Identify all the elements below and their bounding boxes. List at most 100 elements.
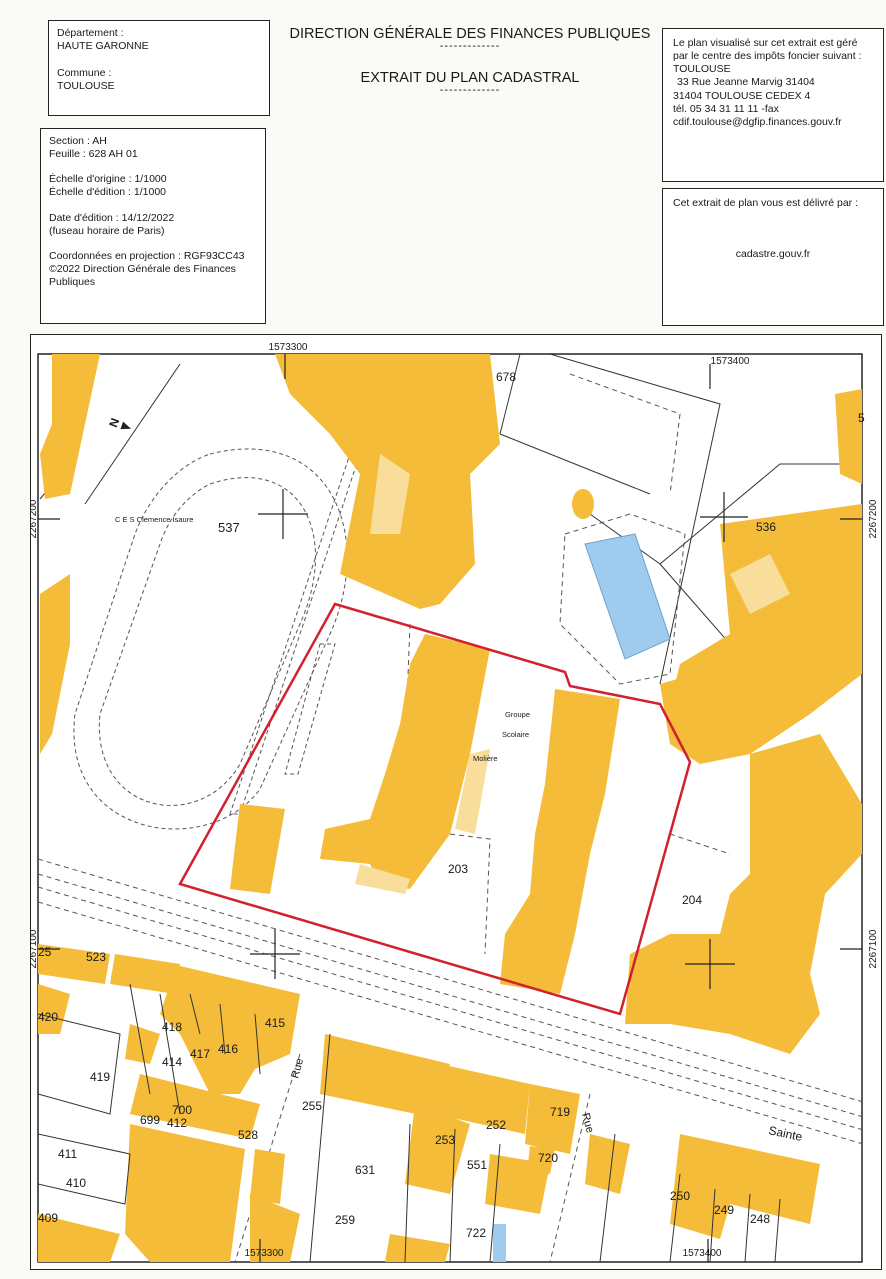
departement-commune-box: Département : HAUTE GARONNE Commune : TO…	[48, 20, 270, 116]
title-block: DIRECTION GÉNÉRALE DES FINANCES PUBLIQUE…	[275, 20, 665, 130]
delivery-site[interactable]: cadastre.gouv.fr	[735, 248, 811, 261]
parcel-420: 420	[38, 1010, 58, 1024]
departement-value: HAUTE GARONNE	[57, 40, 149, 53]
coord-left-top: 2267200	[30, 499, 39, 538]
parcel-414: 414	[162, 1055, 182, 1069]
section-text: Section : AH	[49, 135, 107, 147]
office-line: par le centre des impôts foncier suivant…	[673, 50, 862, 63]
date-edition-text: Date d'édition : 14/12/2022	[49, 211, 175, 224]
coord-top-left: 1573300	[269, 342, 308, 353]
page-title: DIRECTION GÉNÉRALE DES FINANCES PUBLIQUE…	[289, 26, 651, 42]
coord-bottom-left: 1573300	[245, 1248, 284, 1259]
parcel-551: 551	[467, 1158, 487, 1172]
parcel-409: 409	[38, 1211, 58, 1225]
coord-right-top: 2267200	[868, 499, 879, 538]
parcel-419: 419	[90, 1070, 110, 1084]
buildings-south	[38, 944, 820, 1262]
title-separator: -------------	[439, 40, 501, 52]
parcel-255: 255	[302, 1099, 322, 1113]
parcel-699: 699	[140, 1113, 160, 1127]
feuille-text: Feuille : 628 AH 01	[49, 148, 138, 161]
fuseau-text: (fuseau horaire de Paris)	[49, 224, 165, 237]
copyright-text-2: Publiques	[49, 276, 96, 288]
coord-bottom-right: 1573400	[683, 1248, 722, 1259]
parcel-dashed	[669, 833, 731, 855]
parcel-203: 203	[448, 862, 468, 876]
coordonnees-text: Coordonnées en projection : RGF93CC43	[49, 249, 245, 262]
coord-right-bottom: 2267100	[868, 929, 879, 968]
parcel-line	[659, 463, 862, 565]
sainte-label: Sainte	[767, 1123, 804, 1144]
parcel-528: 528	[238, 1128, 258, 1142]
parcel-537: 537	[218, 520, 240, 535]
parcel-523: 523	[86, 950, 106, 964]
parcel-719: 719	[550, 1105, 570, 1119]
coord-top-right: 1573400	[711, 356, 750, 367]
parcel-line	[499, 354, 521, 435]
delivery-box: Cet extrait de plan vous est délivré par…	[662, 188, 884, 326]
buildings-school	[230, 634, 620, 994]
parcel-250: 250	[670, 1189, 690, 1203]
street-edge	[549, 1093, 591, 1262]
parcel-412: 412	[167, 1116, 187, 1130]
section-info-box: Section : AH Feuille : 628 AH 01 Échelle…	[40, 128, 266, 324]
office-postal: 31404 TOULOUSE CEDEX 4	[673, 89, 811, 102]
parcel-line	[549, 354, 721, 685]
rue-label-1: Rue	[289, 1057, 306, 1080]
echelle-edition-text: Échelle d'édition : 1/1000	[49, 186, 167, 199]
street-edge	[38, 901, 862, 1145]
parcel-5: 5	[858, 411, 865, 425]
selected-parcel-203	[178, 602, 692, 1016]
parcel-line	[499, 433, 651, 495]
parcel-248: 248	[750, 1212, 770, 1226]
rue-label-2: Rue	[579, 1112, 596, 1135]
parcel-253: 253	[435, 1133, 455, 1147]
parcel-25: 25	[38, 945, 52, 959]
groupe-label: Groupe	[505, 710, 530, 719]
small-pool	[493, 1224, 506, 1262]
parcel-259: 259	[335, 1213, 355, 1227]
moliere-label: Molière	[473, 754, 498, 763]
cadastral-map: 1573300 1573400 1573300 1573400 2267200 …	[30, 342, 879, 1263]
office-city: TOULOUSE	[673, 63, 731, 76]
parcel-631: 631	[355, 1163, 375, 1177]
parcel-418: 418	[162, 1020, 182, 1034]
parcel-411: 411	[58, 1147, 77, 1161]
parcel-line	[84, 363, 181, 505]
parcel-204: 204	[682, 893, 702, 907]
scolaire-label: Scolaire	[502, 730, 529, 739]
copyright-text: ©2022 Direction Générale des Finances	[49, 262, 236, 275]
parcel-249: 249	[714, 1203, 734, 1217]
street-edge	[38, 858, 862, 1103]
ces-label: C E S Clemence Isaure	[115, 515, 193, 524]
subtitle-separator: -------------	[439, 84, 501, 96]
office-email[interactable]: cdif.toulouse@dgfip.finances.gouv.fr	[673, 115, 842, 128]
parcel-720: 720	[538, 1151, 558, 1165]
running-track	[73, 448, 361, 830]
coord-left-bottom: 2267100	[30, 929, 39, 968]
buildings-north	[40, 354, 862, 1054]
delivery-text: Cet extrait de plan vous est délivré par…	[673, 197, 859, 209]
south-parcel-lines	[38, 983, 781, 1262]
street-edge	[38, 886, 862, 1131]
office-phone: tél. 05 34 31 11 11 -fax	[673, 102, 779, 115]
departement-label: Département :	[57, 27, 124, 39]
office-box: Le plan visualisé sur cet extrait est gé…	[662, 28, 884, 182]
office-line: Le plan visualisé sur cet extrait est gé…	[673, 37, 858, 49]
parcel-536: 536	[756, 520, 776, 534]
parcel-numbers: 537 678 536 5 203 204 25 523 420 418 417…	[38, 370, 865, 1240]
parcel-678: 678	[496, 370, 516, 384]
commune-label: Commune :	[57, 67, 112, 80]
street-edge	[38, 873, 862, 1118]
parcel-416: 416	[218, 1042, 238, 1056]
fountain	[572, 489, 594, 519]
parcel-410: 410	[66, 1176, 86, 1190]
swimming-pool	[584, 533, 671, 660]
commune-value: TOULOUSE	[57, 80, 115, 93]
parcel-252: 252	[486, 1118, 506, 1132]
parcel-700: 700	[172, 1103, 192, 1117]
parcel-722: 722	[466, 1226, 486, 1240]
page-subtitle: EXTRAIT DU PLAN CADASTRAL	[360, 70, 580, 86]
echelle-origine-text: Échelle d'origine : 1/1000	[49, 173, 167, 186]
parcel-415: 415	[265, 1016, 285, 1030]
